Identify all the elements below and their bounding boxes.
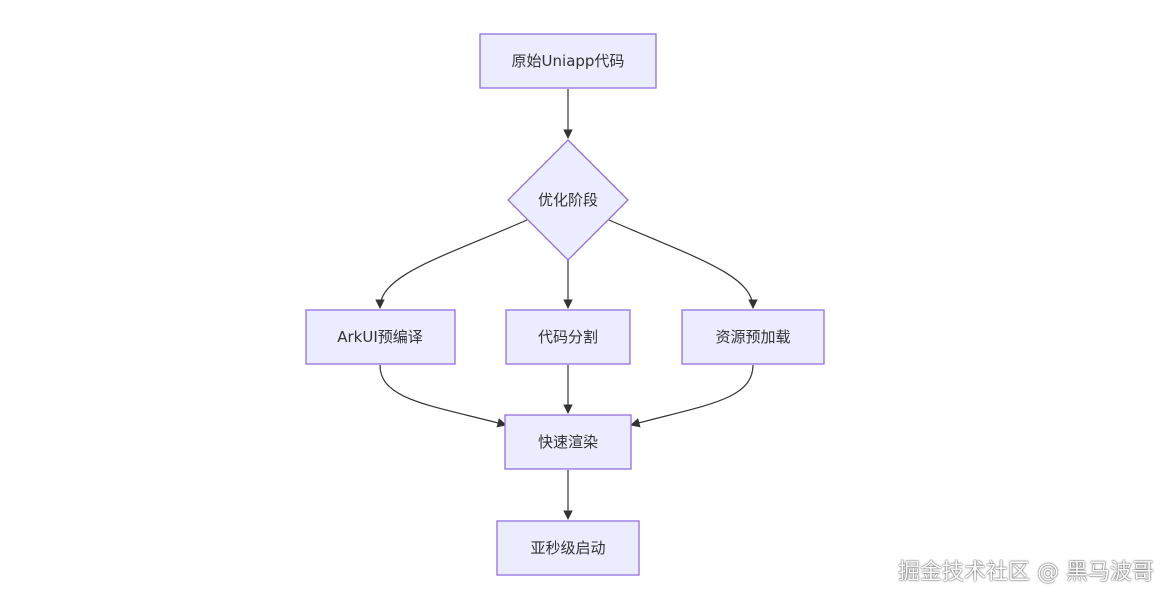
node-source-label: 原始Uniapp代码 [512,52,625,70]
node-source: 原始Uniapp代码 [479,33,657,89]
node-render-box [504,414,632,470]
edge-arkui-to-render [379,364,507,428]
node-arkui: ArkUI预编译 [305,309,456,365]
edge-optimize-to-arkui [375,219,528,309]
node-arkui-box [305,309,456,365]
edges [375,89,758,520]
node-render-label: 快速渲染 [538,433,598,451]
node-optimize-diamond [507,139,629,261]
edge-optimize-to-preload [608,219,758,309]
node-preload-label: 资源预加载 [715,328,790,346]
node-split-box [505,309,631,365]
node-preload-box [681,309,825,365]
node-startup-box [496,520,640,576]
node-arkui-label: ArkUI预编译 [337,328,423,346]
node-preload: 资源预加载 [681,309,825,365]
edge-preload-to-render [630,364,754,428]
node-split-label: 代码分割 [538,328,598,346]
node-source-box [479,33,657,89]
node-split: 代码分割 [505,309,631,365]
node-startup: 亚秒级启动 [496,520,640,576]
watermark: 掘金技术社区 @ 黑马波哥 [898,560,1154,585]
node-startup-label: 亚秒级启动 [530,539,605,557]
node-optimize: 优化阶段 [507,139,629,261]
node-optimize-label: 优化阶段 [538,191,598,209]
node-render: 快速渲染 [504,414,632,470]
